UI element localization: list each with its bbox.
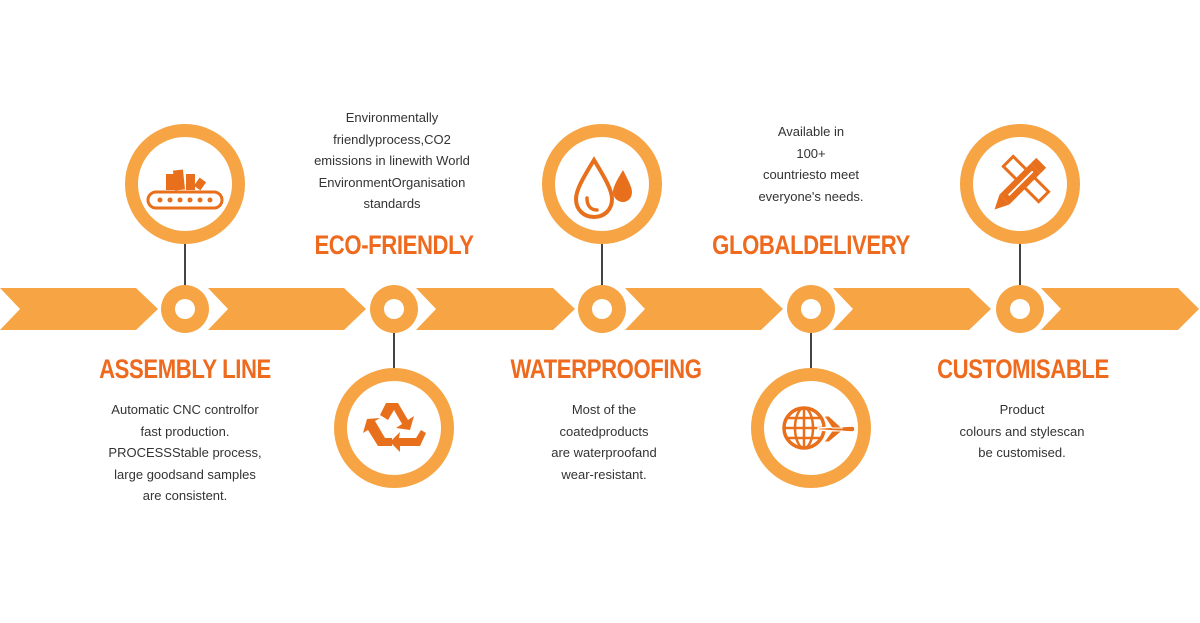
- step-description-customisable: Product colours and stylescan be customise…: [922, 399, 1122, 464]
- description-line: Available in: [777, 124, 845, 139]
- description-line: colours and stylescan: [959, 423, 1085, 439]
- description-line: Automatic CNC controlfor: [111, 402, 259, 417]
- description-line: fast production.: [140, 423, 230, 439]
- arrow-segment-4: [625, 288, 783, 330]
- globe-airplane-icon: [782, 406, 856, 450]
- water-drop-icon: [573, 156, 632, 220]
- recycle-icon: [363, 403, 426, 452]
- arrow-segment-6: [1041, 288, 1199, 330]
- node-dot-2: [370, 285, 418, 333]
- step-description-eco-friendly: Environmentally friendlyprocess,CO2 emissi…: [292, 107, 492, 215]
- description-line: EnvironmentOrganisation: [318, 174, 466, 190]
- step-title-customisable: CUSTOMISABLE: [937, 354, 1109, 384]
- step-title-waterproofing: WATERPROOFING: [510, 354, 702, 384]
- node-dot-1: [161, 285, 209, 333]
- icon-ring-2: [334, 368, 454, 488]
- node-dot-3: [578, 285, 626, 333]
- icon-ring-1: [125, 124, 245, 244]
- description-line: Most of the: [571, 402, 637, 417]
- arrow-segment-1: [0, 288, 158, 330]
- description-line: everyone's needs.: [758, 188, 864, 204]
- pencil-ruler-icon: [994, 154, 1051, 210]
- description-line: are waterproofand: [551, 445, 657, 460]
- description-line: are consistent.: [142, 488, 228, 503]
- step-description-global-delivery: Available in 100+ countriesto meet everyone…: [711, 121, 911, 207]
- description-line: standards: [363, 196, 421, 211]
- description-line: PROCESSStable process,: [108, 445, 262, 460]
- step-title-global-delivery: GLOBALDELIVERY: [712, 230, 910, 260]
- icon-ring-3: [542, 124, 662, 244]
- description-line: large goodsand samples: [114, 466, 256, 482]
- description-line: emissions in linewith World: [314, 153, 470, 168]
- description-line: friendlyprocess,CO2: [333, 131, 451, 147]
- arrow-segment-2: [208, 288, 366, 330]
- description-line: be customised.: [978, 445, 1066, 460]
- arrow-segment-5: [833, 288, 991, 330]
- description-line: 100+: [796, 145, 826, 161]
- description-line: coatedproducts: [559, 423, 649, 439]
- step-title-assembly-line: ASSEMBLY LINE: [99, 354, 271, 384]
- node-dot-5: [996, 285, 1044, 333]
- step-description-waterproofing: Most of the coatedproducts are waterproofa…: [504, 399, 704, 485]
- conveyor-belt-icon: [146, 169, 224, 210]
- description-line: wear-resistant.: [561, 466, 647, 482]
- step-description-assembly-line: Automatic CNC controlfor fast production.…: [85, 399, 285, 507]
- description-line: Environmentally: [345, 110, 439, 125]
- arrow-segment-3: [416, 288, 575, 330]
- description-line: countriesto meet: [762, 167, 860, 182]
- node-dot-4: [787, 285, 835, 333]
- description-line: Product: [999, 402, 1045, 417]
- step-title-eco-friendly: ECO-FRIENDLY: [314, 230, 474, 260]
